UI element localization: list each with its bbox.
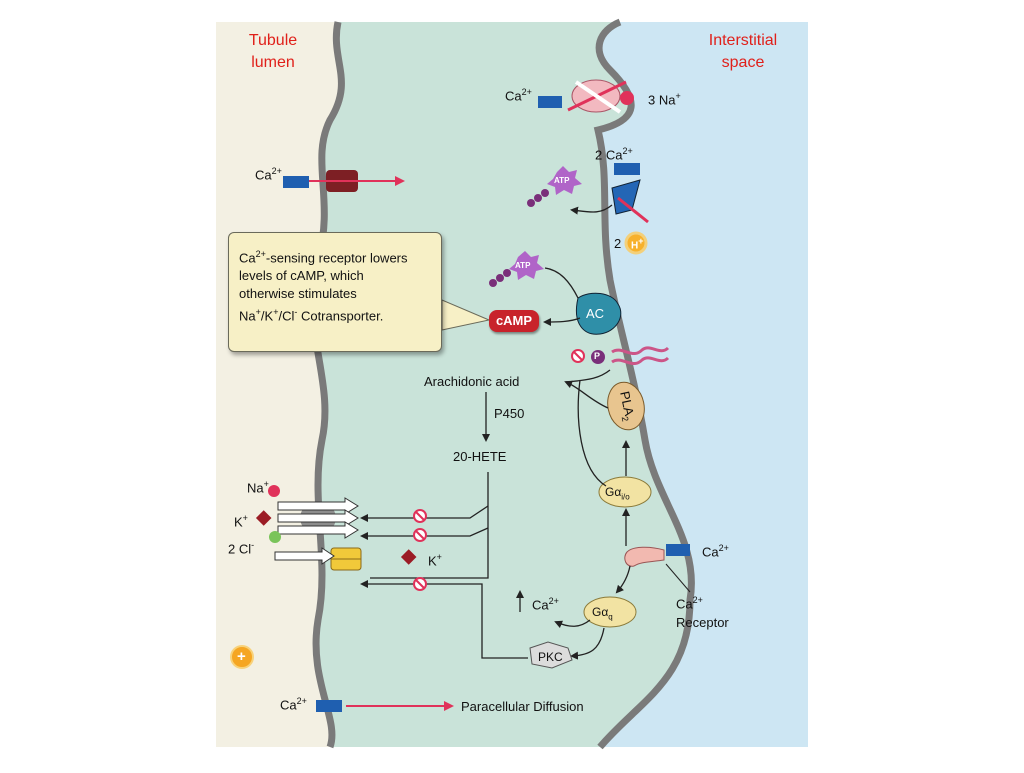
k-channel-arrow	[274, 547, 335, 565]
pkc-enzyme	[529, 641, 573, 669]
ca-receptor	[624, 546, 665, 567]
pkc-label: PKC	[538, 650, 563, 664]
ca-ion-paracellular	[316, 700, 342, 712]
apical-membrane	[309, 21, 345, 749]
ca-receptor-label: Ca2+	[676, 595, 703, 612]
ca-apical-label: Ca2+	[255, 166, 282, 183]
callout-pointer	[441, 299, 491, 331]
receptor-to-gq-arrow	[615, 565, 631, 594]
na-label: Na+	[247, 479, 269, 496]
ac-to-camp-arrow	[543, 317, 581, 326]
pump-red-arrow	[617, 196, 649, 224]
gq-label: Gαq	[592, 605, 613, 622]
ca-exchanger-label: Ca2+	[505, 87, 532, 104]
callout-line-4: Na+/K+/Cl- Cotransporter.	[239, 307, 384, 324]
atp-bead-chain-2	[489, 269, 511, 287]
na-ion	[268, 485, 280, 497]
galpha-q	[583, 596, 637, 628]
atp-label-2: ATP	[515, 261, 531, 270]
ac-label: AC	[586, 306, 605, 321]
pump-atp-arrow	[570, 204, 613, 215]
interstitial-title: Interstitial space	[708, 32, 778, 71]
ca-ion-receptor	[666, 544, 690, 556]
h-ion-label: H+	[631, 236, 644, 252]
galpha-io	[598, 476, 652, 508]
inhibit-ac-slash	[573, 351, 583, 361]
lumen-title: Tubule lumen	[248, 32, 298, 71]
positive-charge-icon	[230, 645, 254, 669]
ca-ion-pump	[614, 163, 640, 175]
plus-label: +	[237, 648, 246, 665]
k-channel-label: K+	[428, 552, 442, 569]
camp-badge: cAMP	[489, 310, 539, 332]
pla2-to-arachidonic-arrow-2	[565, 369, 611, 383]
callout-box: Ca2+-sensing receptor lowers levels of c…	[228, 232, 442, 352]
phosphate	[591, 350, 605, 364]
k-ion	[255, 510, 272, 526]
ca-paracellular-label: Ca2+	[280, 696, 307, 713]
na-ion-exchanger	[620, 91, 634, 105]
lipid-tails	[611, 346, 670, 366]
cl2-label: 2 Cl-	[228, 540, 255, 557]
ca2-pump-label: 2 Ca2+	[595, 146, 633, 163]
ac-enzyme	[576, 292, 622, 335]
phosphate-label: P	[594, 351, 601, 361]
callout-line-2: levels of cAMP, which	[239, 268, 364, 284]
nkcc-arrows	[277, 497, 359, 539]
arachidonic-label: Arachidonic acid	[424, 374, 520, 389]
callout-line-3: otherwise stimulates	[239, 286, 357, 302]
cl-ion	[269, 531, 281, 543]
paracellular-label: Paracellular Diffusion	[461, 699, 584, 714]
gio-label: Gαi/o	[605, 485, 630, 502]
inhibit-markers	[413, 509, 427, 591]
hete-label: 20-HETE	[453, 449, 507, 464]
ca-ion-apical	[283, 176, 309, 188]
hete-line-top	[360, 505, 489, 522]
atp-burst-2	[509, 251, 544, 280]
pla2-to-arachidonic-arrow	[564, 380, 609, 409]
cell-body	[312, 22, 692, 747]
k-label: K+	[234, 513, 248, 530]
pla2-enzyme	[607, 381, 645, 431]
na3-label: 3 Na+	[648, 91, 681, 108]
atp-burst-1	[547, 166, 582, 195]
atp-label-1: ATP	[554, 176, 570, 185]
ca-up-label: Ca2+	[532, 596, 559, 613]
gio-to-ac-arrow	[577, 379, 607, 487]
gq-to-ca-arrow	[554, 619, 591, 629]
exchanger-white-arrow	[574, 80, 622, 114]
k-ion-channel	[400, 549, 417, 565]
receptor-pointer	[665, 563, 691, 593]
ac-to-atp-arrow	[544, 267, 579, 299]
callout-line-1: Ca2+-sensing receptor lowers	[239, 249, 408, 266]
h2-label: 2	[614, 236, 622, 251]
hete-branch-line	[370, 472, 489, 579]
ca-ion-exchanger	[538, 96, 562, 108]
receptor-label: Receptor	[676, 615, 729, 630]
h-ion	[624, 231, 648, 255]
hete-line-mid	[360, 527, 489, 540]
gq-to-pkc-arrow	[570, 627, 605, 660]
p450-label: P450	[494, 406, 525, 421]
atp-bead-chain-1	[527, 189, 549, 207]
ca-receptor-top-label: Ca2+	[702, 543, 729, 560]
